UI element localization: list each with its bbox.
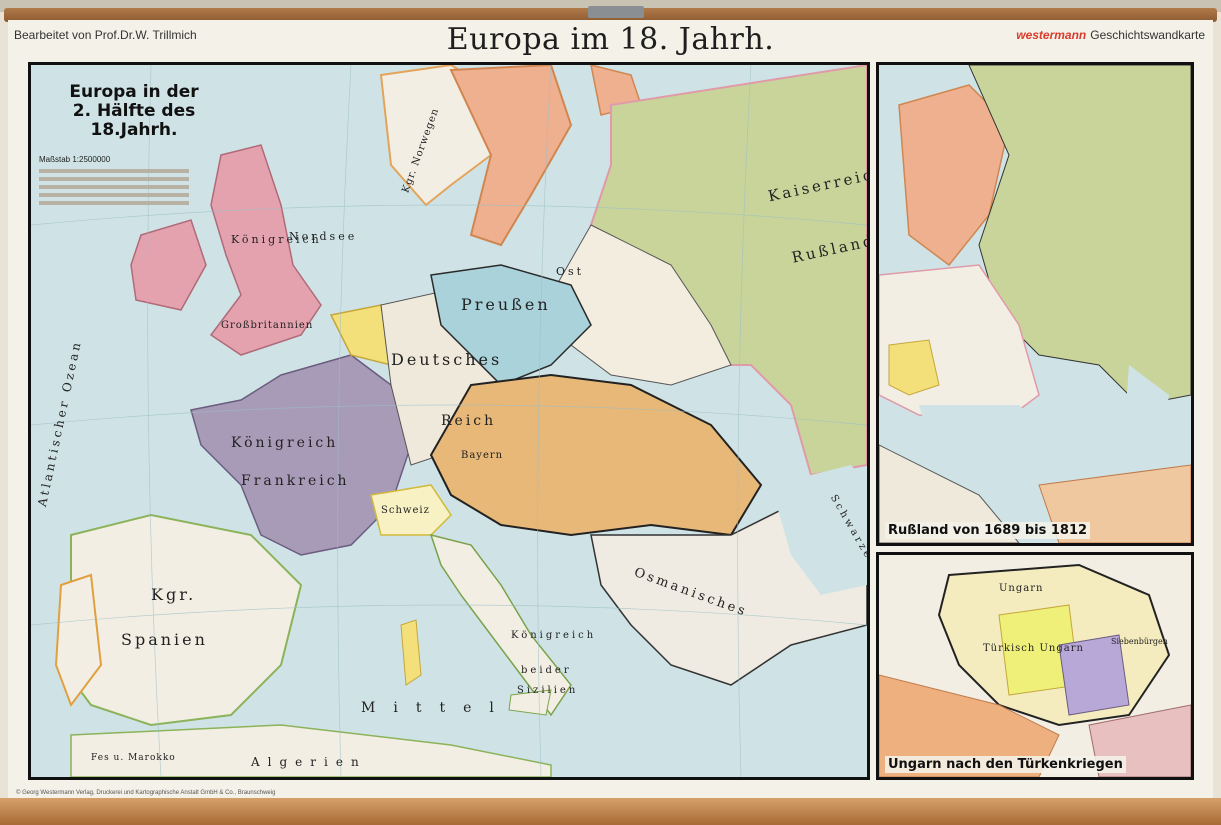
label-mediterranean: Mittel	[361, 700, 512, 716]
hungary-inset-graphic	[879, 555, 1191, 777]
label-bavaria: Bayern	[461, 450, 504, 461]
label-algeria: Algerien	[251, 755, 367, 769]
publisher-brand: westermann	[1016, 28, 1087, 42]
russia-inset-map: Rußland von 1689 bis 1812	[876, 62, 1194, 546]
label-reich: Reich	[441, 413, 497, 429]
label-uk-kingdom: Königreich	[231, 233, 322, 246]
russia-inset-title: Rußland von 1689 bis 1812	[885, 522, 1091, 539]
label-nordsee: Nordsee	[289, 230, 358, 243]
main-map-title: Europa in der 2. Hälfte des 18.Jahrh.	[69, 82, 199, 140]
label-naples-kingdom: Königreich	[511, 630, 597, 641]
label-morocco: Fes u. Marokko	[91, 753, 176, 763]
hungary-inset-title: Ungarn nach den Türkenkriegen	[885, 756, 1126, 773]
hungary-inset-map: Türkisch Ungarn Ungarn Siebenbürgen Unga…	[876, 552, 1194, 780]
label-switzerland: Schweiz	[381, 505, 430, 516]
label-spain: Spanien	[121, 630, 208, 649]
label-great-britain: Großbritannien	[221, 320, 314, 331]
label-hungary: Ungarn	[999, 583, 1044, 594]
main-map-graphic	[31, 65, 867, 777]
label-turkish-hungary: Türkisch Ungarn	[983, 643, 1084, 654]
label-naples-sicily: Sizilien	[517, 685, 579, 696]
map-legend	[39, 169, 189, 209]
publisher-series: Geschichtswandkarte	[1090, 28, 1205, 42]
label-transylvania: Siebenbürgen	[1111, 637, 1168, 646]
russia-inset-graphic	[879, 65, 1191, 543]
author-credit: Bearbeitet von Prof.Dr.W. Trillmich	[14, 28, 197, 42]
scale-label: Maßstab 1:2500000	[39, 155, 111, 164]
label-france-kingdom: Königreich	[231, 435, 339, 451]
label-germany: Deutsches	[391, 350, 503, 369]
main-europe-map: Europa in der 2. Hälfte des 18.Jahrh. Ma…	[28, 62, 870, 780]
map-title: Europa im 18. Jahrh.	[446, 22, 775, 57]
label-baltic: Ost	[556, 265, 585, 278]
label-france: Frankreich	[241, 473, 350, 489]
label-naples-beider: beider	[521, 665, 572, 676]
label-spain-kgr: Kgr.	[151, 585, 197, 604]
print-note: © Georg Westermann Verlag, Druckerei und…	[16, 790, 276, 796]
hanging-hook	[588, 6, 644, 18]
bottom-hanging-rod	[0, 798, 1221, 825]
label-prussia: Preußen	[461, 295, 551, 314]
